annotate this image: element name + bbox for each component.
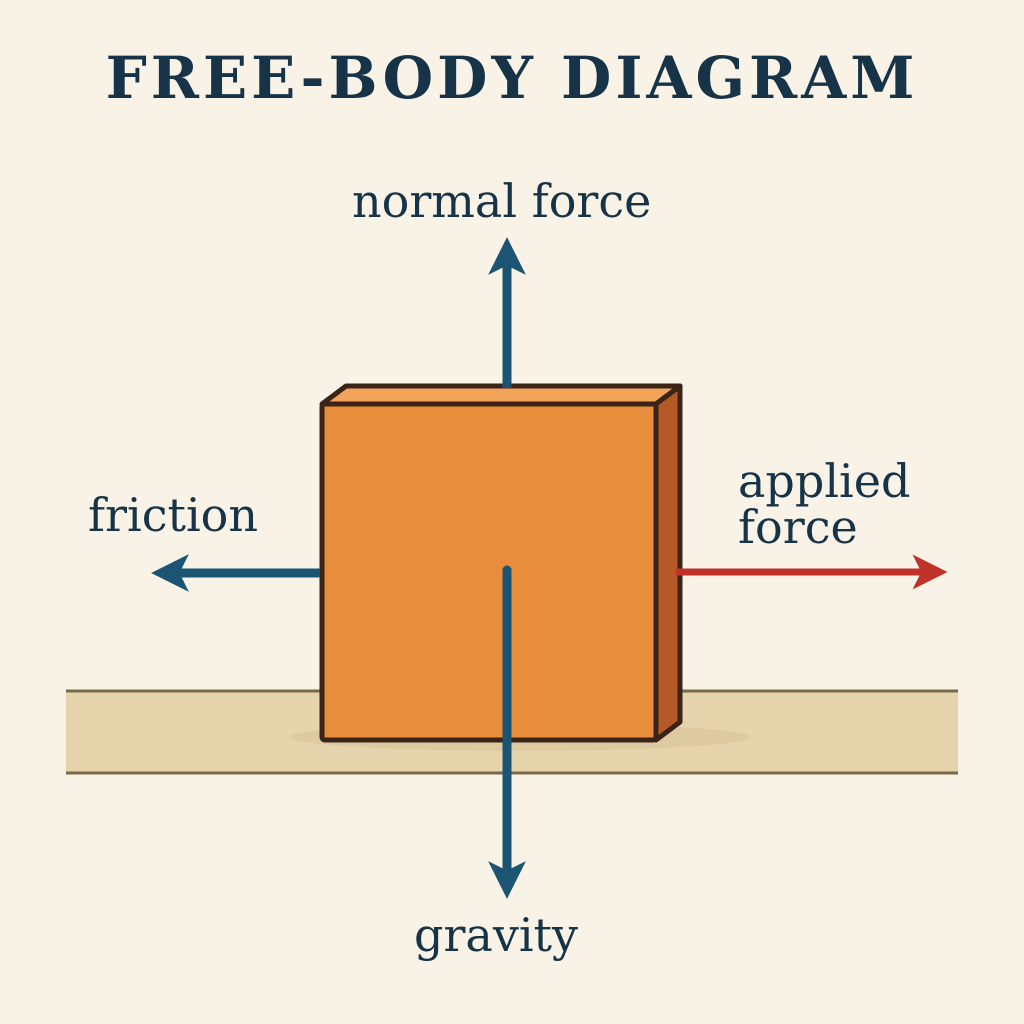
applied-force-label-line2: force (738, 500, 858, 554)
applied-force-label-line1: applied (738, 454, 911, 508)
normal-force-label: normal force (352, 174, 652, 228)
diagram-title: FREE-BODY DIAGRAM (105, 44, 919, 112)
block (319, 383, 683, 743)
block-front-face (319, 401, 659, 743)
applied-force-label: applied force (738, 458, 910, 550)
friction-label: friction (88, 488, 259, 542)
gravity-label: gravity (414, 908, 579, 962)
block-side-face (653, 383, 683, 743)
block-top-face (319, 383, 683, 407)
